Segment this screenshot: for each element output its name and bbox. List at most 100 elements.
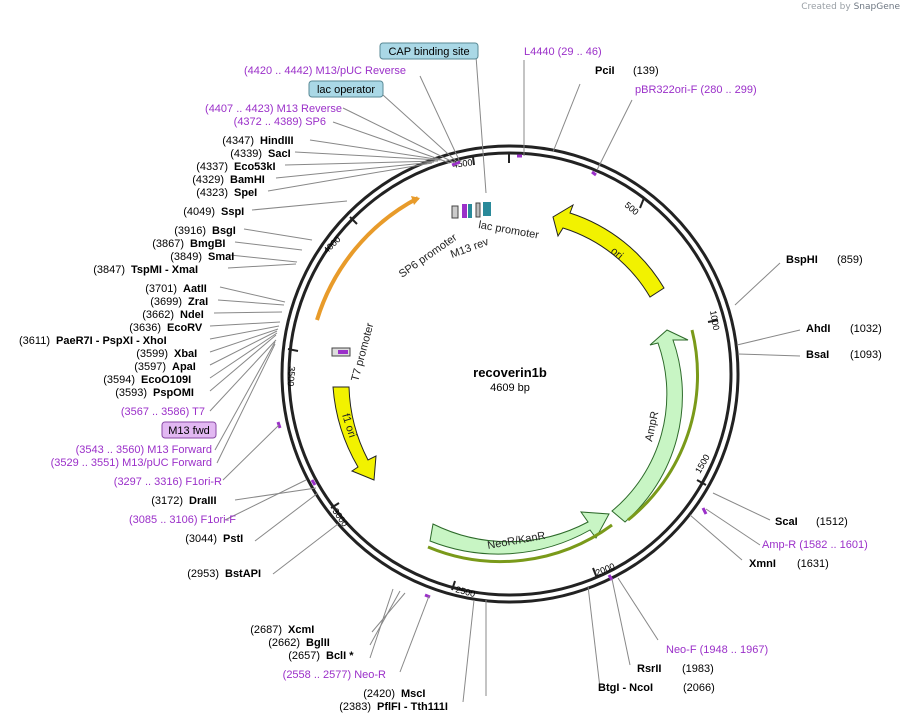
feature-t7-label: T7 promoter [349, 321, 376, 382]
tspmi-position: (3847) [93, 264, 125, 276]
site-xcmi[interactable]: XcmI [288, 624, 314, 636]
smai-position: (3849) [170, 251, 202, 263]
snapgene-logo: SnapGene [853, 2, 900, 12]
plasmid-size: 4609 bp [490, 382, 530, 394]
bglii-position: (2662) [268, 637, 300, 649]
site-bstapi[interactable]: BstAPI [225, 568, 261, 580]
primer-m13-reverse[interactable]: (4407 .. 4423) M13 Reverse [205, 103, 342, 115]
primer-neo-f[interactable]: Neo-F (1948 .. 1967) [666, 644, 768, 656]
site-eco0109i[interactable]: EcoO109I [141, 374, 191, 386]
credit: Created by SnapGene [801, 2, 900, 12]
primer-neo-r[interactable]: (2558 .. 2577) Neo-R [283, 669, 386, 681]
primer-m13-forward[interactable]: (3543 .. 3560) M13 Forward [76, 444, 212, 456]
feature-f1ori[interactable] [332, 386, 377, 481]
cap-binding-site-box[interactable] [379, 42, 479, 60]
ndei-position: (3662) [142, 309, 174, 321]
primer-amp-r[interactable]: Amp-R (1582 .. 1601) [762, 539, 868, 551]
site-ecorv[interactable]: EcoRV [167, 322, 203, 334]
backbone-outer-ring [280, 144, 740, 604]
site-bcli[interactable]: BclI * [326, 650, 354, 662]
site-zrai[interactable]: ZraI [188, 296, 208, 308]
site-hindiii[interactable]: HindIII [260, 135, 294, 147]
site-smai[interactable]: SmaI [208, 251, 234, 263]
primer-f1ori-f[interactable]: (3085 .. 3106) F1ori-F [129, 514, 236, 526]
site-pflfi-tth111i[interactable]: PflFI - Tth111I [377, 701, 448, 713]
site-rsrii[interactable]: RsrII [637, 663, 661, 675]
xmni-position: (1631) [797, 558, 829, 570]
site-pcii[interactable]: PciI [595, 65, 615, 77]
site-eco53ki[interactable]: Eco53kI [234, 161, 276, 173]
leader-lines [209, 55, 801, 703]
bmgbi-position: (3867) [152, 238, 184, 250]
site-tspmi-xmai[interactable]: TspMI - XmaI [131, 264, 198, 276]
site-draiii[interactable]: DraIII [189, 495, 217, 507]
tick-2000: 2000 [594, 561, 616, 578]
promoter-cluster [451, 202, 491, 219]
ecorv-position: (3636) [129, 322, 161, 334]
site-bsai[interactable]: BsaI [806, 349, 829, 361]
apai-position: (3597) [134, 361, 166, 373]
primer-sp6[interactable]: (4372 .. 4389) SP6 [234, 116, 326, 128]
pflfi-position: (2383) [339, 701, 371, 713]
feature-neokan[interactable] [429, 511, 610, 555]
scale-ticks [287, 153, 719, 591]
tick-4000: 4000 [321, 234, 342, 255]
primer-t7[interactable]: (3567 .. 3586) T7 [121, 406, 205, 418]
feature-orange-arrow [411, 196, 420, 205]
eco0109i-position: (3594) [103, 374, 135, 386]
site-pspomi[interactable]: PspOMI [153, 387, 194, 399]
lac-operator-label: lac operator [317, 84, 375, 96]
primer-m13-puc-reverse[interactable]: (4420 .. 4442) M13/pUC Reverse [244, 65, 406, 77]
draiii-position: (3172) [151, 495, 183, 507]
plasmid-name: recoverin1b [473, 365, 547, 380]
cap-binding-site-label: CAP binding site [388, 46, 469, 58]
site-bsgi[interactable]: BsgI [212, 225, 236, 237]
scai-position: (1512) [816, 516, 848, 528]
m13-fwd-box[interactable] [161, 421, 217, 439]
paer7i-position: (3611) [19, 335, 50, 347]
site-msci[interactable]: MscI [401, 688, 425, 700]
hindiii-position: (4347) [222, 135, 254, 147]
site-ahdi[interactable]: AhdI [806, 323, 830, 335]
tick-1000: 1000 [708, 310, 721, 331]
primer-l4440[interactable]: L4440 (29 .. 46) [524, 46, 602, 58]
site-spei[interactable]: SpeI [234, 187, 257, 199]
feature-sp6-label: SP6 promoter [397, 232, 460, 281]
ampr-strand-line [627, 329, 700, 522]
m13-fwd-label: M13 fwd [168, 425, 210, 437]
spei-position: (4323) [196, 187, 228, 199]
site-psti[interactable]: PstI [223, 533, 243, 545]
sspi-position: (4049) [183, 206, 215, 218]
msci-position: (2420) [363, 688, 395, 700]
primer-m13-puc-forward[interactable]: (3529 .. 3551) M13/pUC Forward [51, 457, 212, 469]
primer-f1ori-r[interactable]: (3297 .. 3316) F1ori-R [114, 476, 222, 488]
site-xmni[interactable]: XmnI [749, 558, 776, 570]
feature-ori[interactable] [552, 203, 665, 298]
feature-orange-arc[interactable] [315, 196, 419, 321]
site-apai[interactable]: ApaI [172, 361, 196, 373]
site-bglii[interactable]: BglII [306, 637, 330, 649]
site-bsphi[interactable]: BspHI [786, 254, 818, 266]
lac-operator-box[interactable] [308, 80, 384, 98]
btgi-position: (2066) [683, 682, 715, 694]
eco53ki-position: (4337) [196, 161, 228, 173]
feature-ampr-label: AmpR [643, 410, 661, 442]
bsgi-position: (3916) [174, 225, 206, 237]
site-aatii[interactable]: AatII [183, 283, 207, 295]
site-bamhi[interactable]: BamHI [230, 174, 265, 186]
site-paer7i-pspxi-xhoi[interactable]: PaeR7I - PspXI - XhoI [56, 335, 167, 347]
zrai-position: (3699) [150, 296, 182, 308]
pcii-position: (139) [633, 65, 659, 77]
saci-position: (4339) [230, 148, 262, 160]
site-ndei[interactable]: NdeI [180, 309, 204, 321]
bsai-position: (1093) [850, 349, 882, 361]
site-btgi-ncoi[interactable]: BtgI - NcoI [598, 682, 653, 694]
site-bmgbi[interactable]: BmgBI [190, 238, 225, 250]
site-sspi[interactable]: SspI [221, 206, 244, 218]
feature-ampr[interactable] [611, 329, 689, 523]
primer-pbr322ori-f[interactable]: pBR322ori-F (280 .. 299) [635, 84, 757, 96]
site-xbai[interactable]: XbaI [174, 348, 197, 360]
site-scai[interactable]: ScaI [775, 516, 798, 528]
site-saci[interactable]: SacI [268, 148, 291, 160]
